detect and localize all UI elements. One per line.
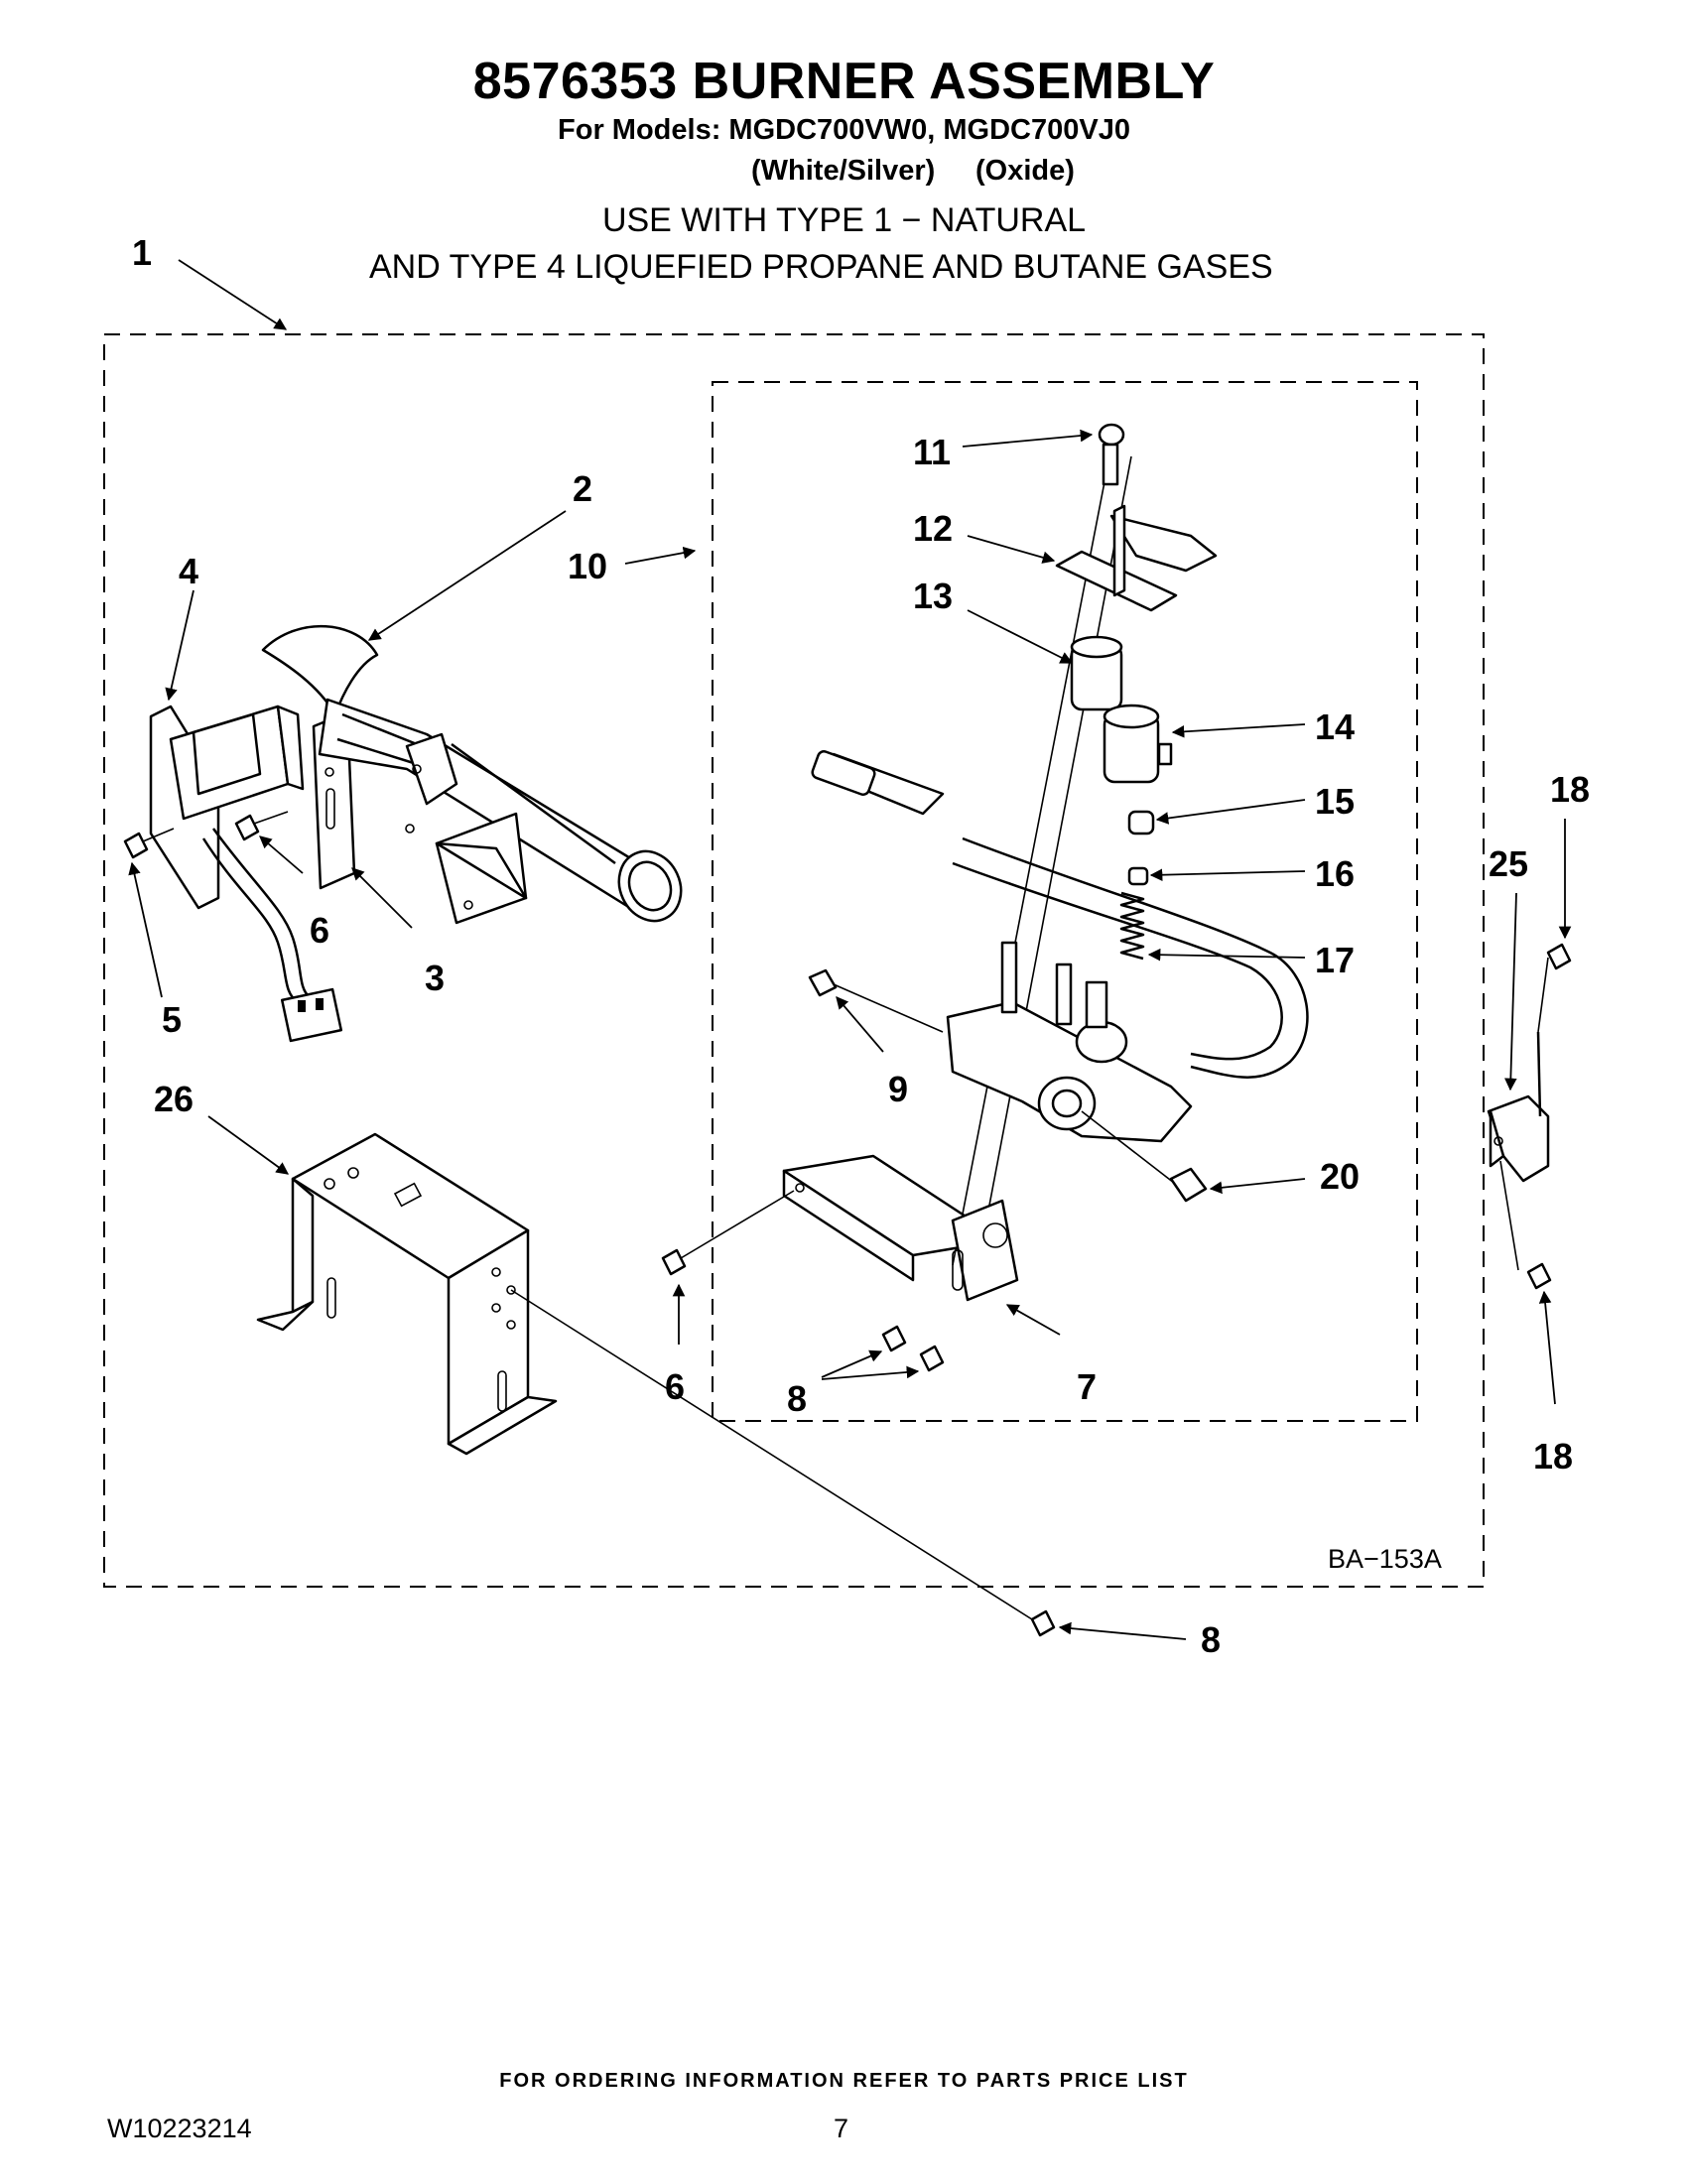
part-25-bracket xyxy=(1487,1031,1550,1271)
callout-5: 5 xyxy=(162,999,182,1040)
callout-12: 12 xyxy=(913,508,953,549)
leader-1 xyxy=(178,259,288,330)
callout-26: 26 xyxy=(154,1079,194,1119)
page-number: 7 xyxy=(834,2114,849,2143)
callout-8b: 8 xyxy=(1201,1619,1221,1660)
callout-6b: 6 xyxy=(665,1366,685,1407)
leader-20 xyxy=(1209,1178,1306,1195)
leader-7 xyxy=(1005,1304,1061,1336)
callout-15: 15 xyxy=(1315,781,1355,822)
leader-9 xyxy=(836,996,884,1053)
callout-14: 14 xyxy=(1315,707,1355,747)
callout-13: 13 xyxy=(913,576,953,616)
leader-14 xyxy=(1171,723,1306,738)
models-line: For Models: MGDC700VW0, MGDC700VJ0 xyxy=(558,114,1130,146)
leader-3 xyxy=(351,867,413,929)
leader-12 xyxy=(967,535,1056,564)
callout-1: 1 xyxy=(132,232,152,273)
callout-25: 25 xyxy=(1489,843,1528,884)
part-6-screw-lower xyxy=(661,1190,795,1276)
part-18-screw-upper xyxy=(1537,943,1572,1033)
callout-9: 9 xyxy=(888,1069,908,1109)
leader-26 xyxy=(207,1115,290,1175)
part-5-screw xyxy=(123,828,175,859)
document-number: W10223214 xyxy=(107,2114,252,2143)
page-title: 8576353 BURNER ASSEMBLY xyxy=(472,53,1216,110)
usage-line-2: AND TYPE 4 LIQUEFIED PROPANE AND BUTANE … xyxy=(369,248,1273,286)
callout-4: 4 xyxy=(179,551,198,591)
part-8-screws-valve xyxy=(881,1325,945,1372)
callout-17: 17 xyxy=(1315,940,1355,980)
callout-6a: 6 xyxy=(310,910,329,951)
leader-4 xyxy=(165,589,195,702)
leader-11 xyxy=(962,429,1094,448)
leader-17 xyxy=(1147,948,1306,962)
leader-13 xyxy=(967,609,1074,664)
leader-6a xyxy=(259,835,304,874)
callout-8a: 8 xyxy=(787,1378,807,1419)
callout-11: 11 xyxy=(913,432,951,472)
callout-2: 2 xyxy=(573,468,592,509)
callout-20: 20 xyxy=(1320,1156,1360,1197)
callout-3: 3 xyxy=(425,958,445,998)
callout-18a: 18 xyxy=(1550,769,1590,810)
part-6-screw-left xyxy=(234,811,289,841)
leader-25 xyxy=(1504,892,1517,1092)
callout-7: 7 xyxy=(1077,1366,1097,1407)
valve-subassembly-boundary xyxy=(712,381,1418,1422)
leader-8a-1 xyxy=(821,1349,883,1378)
variant-oxide: (Oxide) xyxy=(975,155,1075,187)
part-26-burner-bracket xyxy=(256,1132,558,1456)
callout-10: 10 xyxy=(568,546,607,586)
leader-15 xyxy=(1155,799,1306,825)
part-9-orifice xyxy=(808,968,944,1033)
part-2-burner-tube xyxy=(261,624,683,925)
part-8-screw-lower xyxy=(510,1289,1056,1637)
part-18-screw-lower xyxy=(1526,1262,1552,1290)
callout-18b: 18 xyxy=(1533,1436,1573,1477)
leader-10 xyxy=(624,546,697,565)
leader-16 xyxy=(1149,868,1306,882)
variant-white-silver: (White/Silver) xyxy=(751,155,936,187)
part-7-valve-bracket xyxy=(782,1154,1019,1302)
part-4-ignitor-bracket xyxy=(149,705,356,1043)
leader-5 xyxy=(128,861,163,998)
leader-18b xyxy=(1538,1290,1556,1405)
leader-8b xyxy=(1058,1621,1187,1640)
ordering-note: FOR ORDERING INFORMATION REFER TO PARTS … xyxy=(499,2070,1189,2092)
figure-code: BA−153A xyxy=(1328,1544,1442,1574)
leader-8a-2 xyxy=(821,1365,920,1380)
callout-16: 16 xyxy=(1315,853,1355,894)
leader-2 xyxy=(367,510,567,641)
usage-line-1: USE WITH TYPE 1 − NATURAL xyxy=(601,201,1087,239)
gas-valve-assembly xyxy=(811,423,1309,1269)
